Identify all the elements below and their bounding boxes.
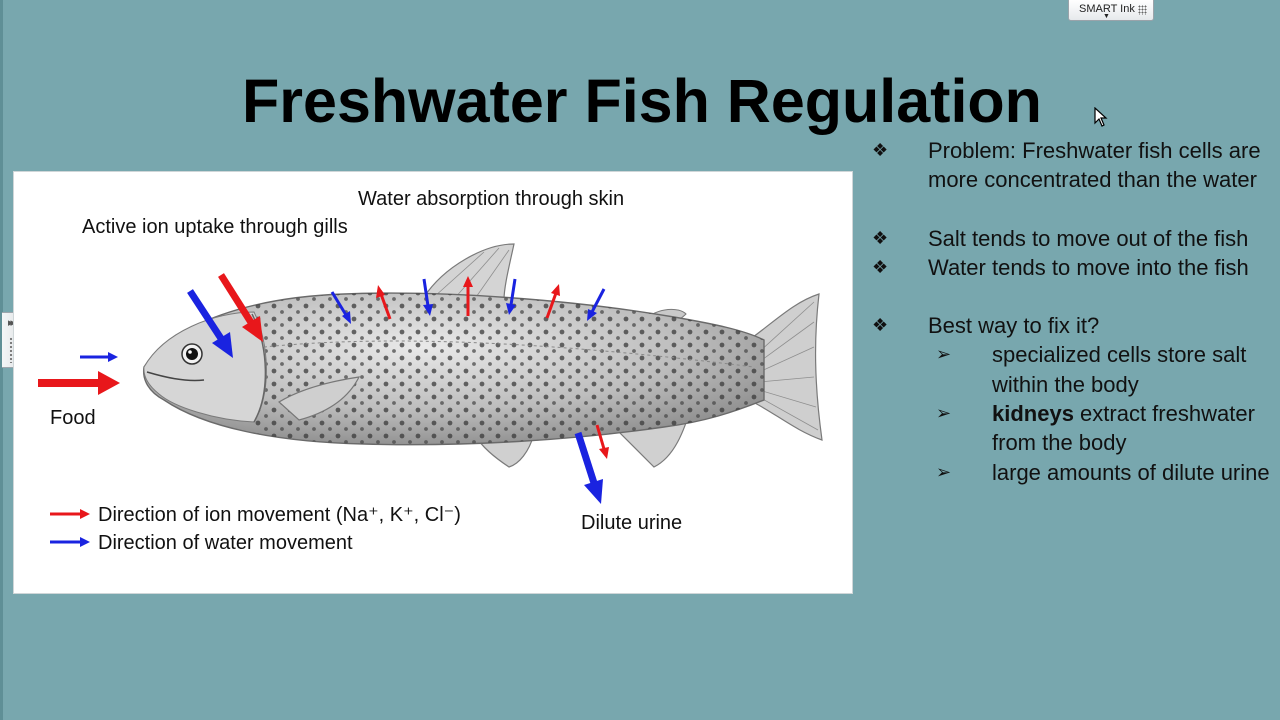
legend-water: Direction of water movement <box>50 530 353 556</box>
bullet-diamond-icon: ❖ <box>872 256 889 277</box>
gill-water-arrow <box>187 289 225 342</box>
skin-ion-arrowhead-1 <box>376 285 385 298</box>
bullet-item: ❖Problem: Freshwater fish cells are more… <box>872 138 1261 193</box>
bullet-diamond-icon: ❖ <box>872 140 889 160</box>
mouse-cursor-icon <box>1094 107 1108 127</box>
sub-bullet-item: ➢large amounts of dilute urine <box>870 458 1270 487</box>
bullet-item: ❖Water tends to move into the fish <box>870 253 1270 282</box>
sub-bullet-arrow-icon: ➢ <box>936 403 952 424</box>
legend-ion: Direction of ion movement (Na⁺, K⁺, Cl⁻) <box>50 502 461 528</box>
legend-ion-text: Direction of ion movement (Na⁺, K⁺, Cl⁻) <box>98 504 461 526</box>
urine-ion-arrowhead <box>599 447 609 459</box>
smart-ink-label: SMART Ink <box>1079 3 1135 15</box>
gill-ion-arrowhead <box>242 316 263 342</box>
skin-water-arrowhead-4 <box>587 309 597 321</box>
urine-ion-arrow <box>595 424 606 450</box>
legend-water-text: Direction of water movement <box>98 532 353 554</box>
legend-water-arrow-icon <box>50 536 90 547</box>
bullet-item: ❖Best way to fix it? <box>870 311 1270 340</box>
slide-title: Freshwater Fish Regulation <box>242 67 1042 135</box>
skin-water-arrow-3 <box>509 278 517 306</box>
label-skin: Water absorption through skin <box>358 188 625 210</box>
skin-ion-arrowhead-3 <box>551 284 560 296</box>
window-left-edge <box>0 0 3 720</box>
legend-ion-arrow-icon <box>50 508 90 519</box>
fish-illustration <box>38 243 823 504</box>
bullet-item: ❖Salt tends to move out of the fish <box>870 224 1270 253</box>
skin-ion-arrowhead-2 <box>463 276 473 287</box>
label-gills: Active ion uptake through gills <box>82 216 348 238</box>
dropdown-caret-icon[interactable]: ▼ <box>1103 13 1110 20</box>
skin-water-arrowhead-2 <box>423 304 433 316</box>
gill-water-arrowhead <box>212 332 233 358</box>
bullet-diamond-icon: ❖ <box>872 227 889 248</box>
skin-water-arrow-4 <box>590 288 606 313</box>
food-ion-arrowhead <box>98 371 120 395</box>
sub-bullet-arrow-icon: ➢ <box>936 344 952 365</box>
skin-water-arrowhead-1 <box>342 311 351 324</box>
skin-ion-arrow-1 <box>379 293 392 320</box>
double-chevron-right-icon: ▸▸ <box>8 317 16 329</box>
gill-ion-arrow <box>218 273 255 326</box>
food-water-arrowhead <box>108 352 118 362</box>
label-urine: Dilute urine <box>581 512 683 534</box>
sub-bullet-item: ➢kidneys extract freshwater from the bod… <box>936 401 1255 456</box>
fish-diagram: Active ion uptake through gills Water ab… <box>13 171 853 594</box>
smart-ink-toolbar[interactable]: SMART Ink ▼ <box>1068 0 1154 21</box>
skin-water-arrow-1 <box>330 291 348 316</box>
label-food: Food <box>50 407 96 429</box>
bullet-list: ❖Problem: Freshwater fish cells are more… <box>870 136 1270 487</box>
drag-handle-icon[interactable] <box>1138 5 1147 15</box>
urine-water-arrow <box>574 431 598 485</box>
urine-water-arrowhead <box>584 479 603 504</box>
skin-water-arrow-2 <box>422 278 430 307</box>
sub-bullet-arrow-icon: ➢ <box>936 461 952 482</box>
skin-ion-arrow-3 <box>545 292 558 319</box>
sub-bullet-item: ➢specialized cells store salt within the… <box>936 342 1247 397</box>
bullet-diamond-icon: ❖ <box>872 315 889 336</box>
skin-water-arrowhead-3 <box>506 303 516 315</box>
